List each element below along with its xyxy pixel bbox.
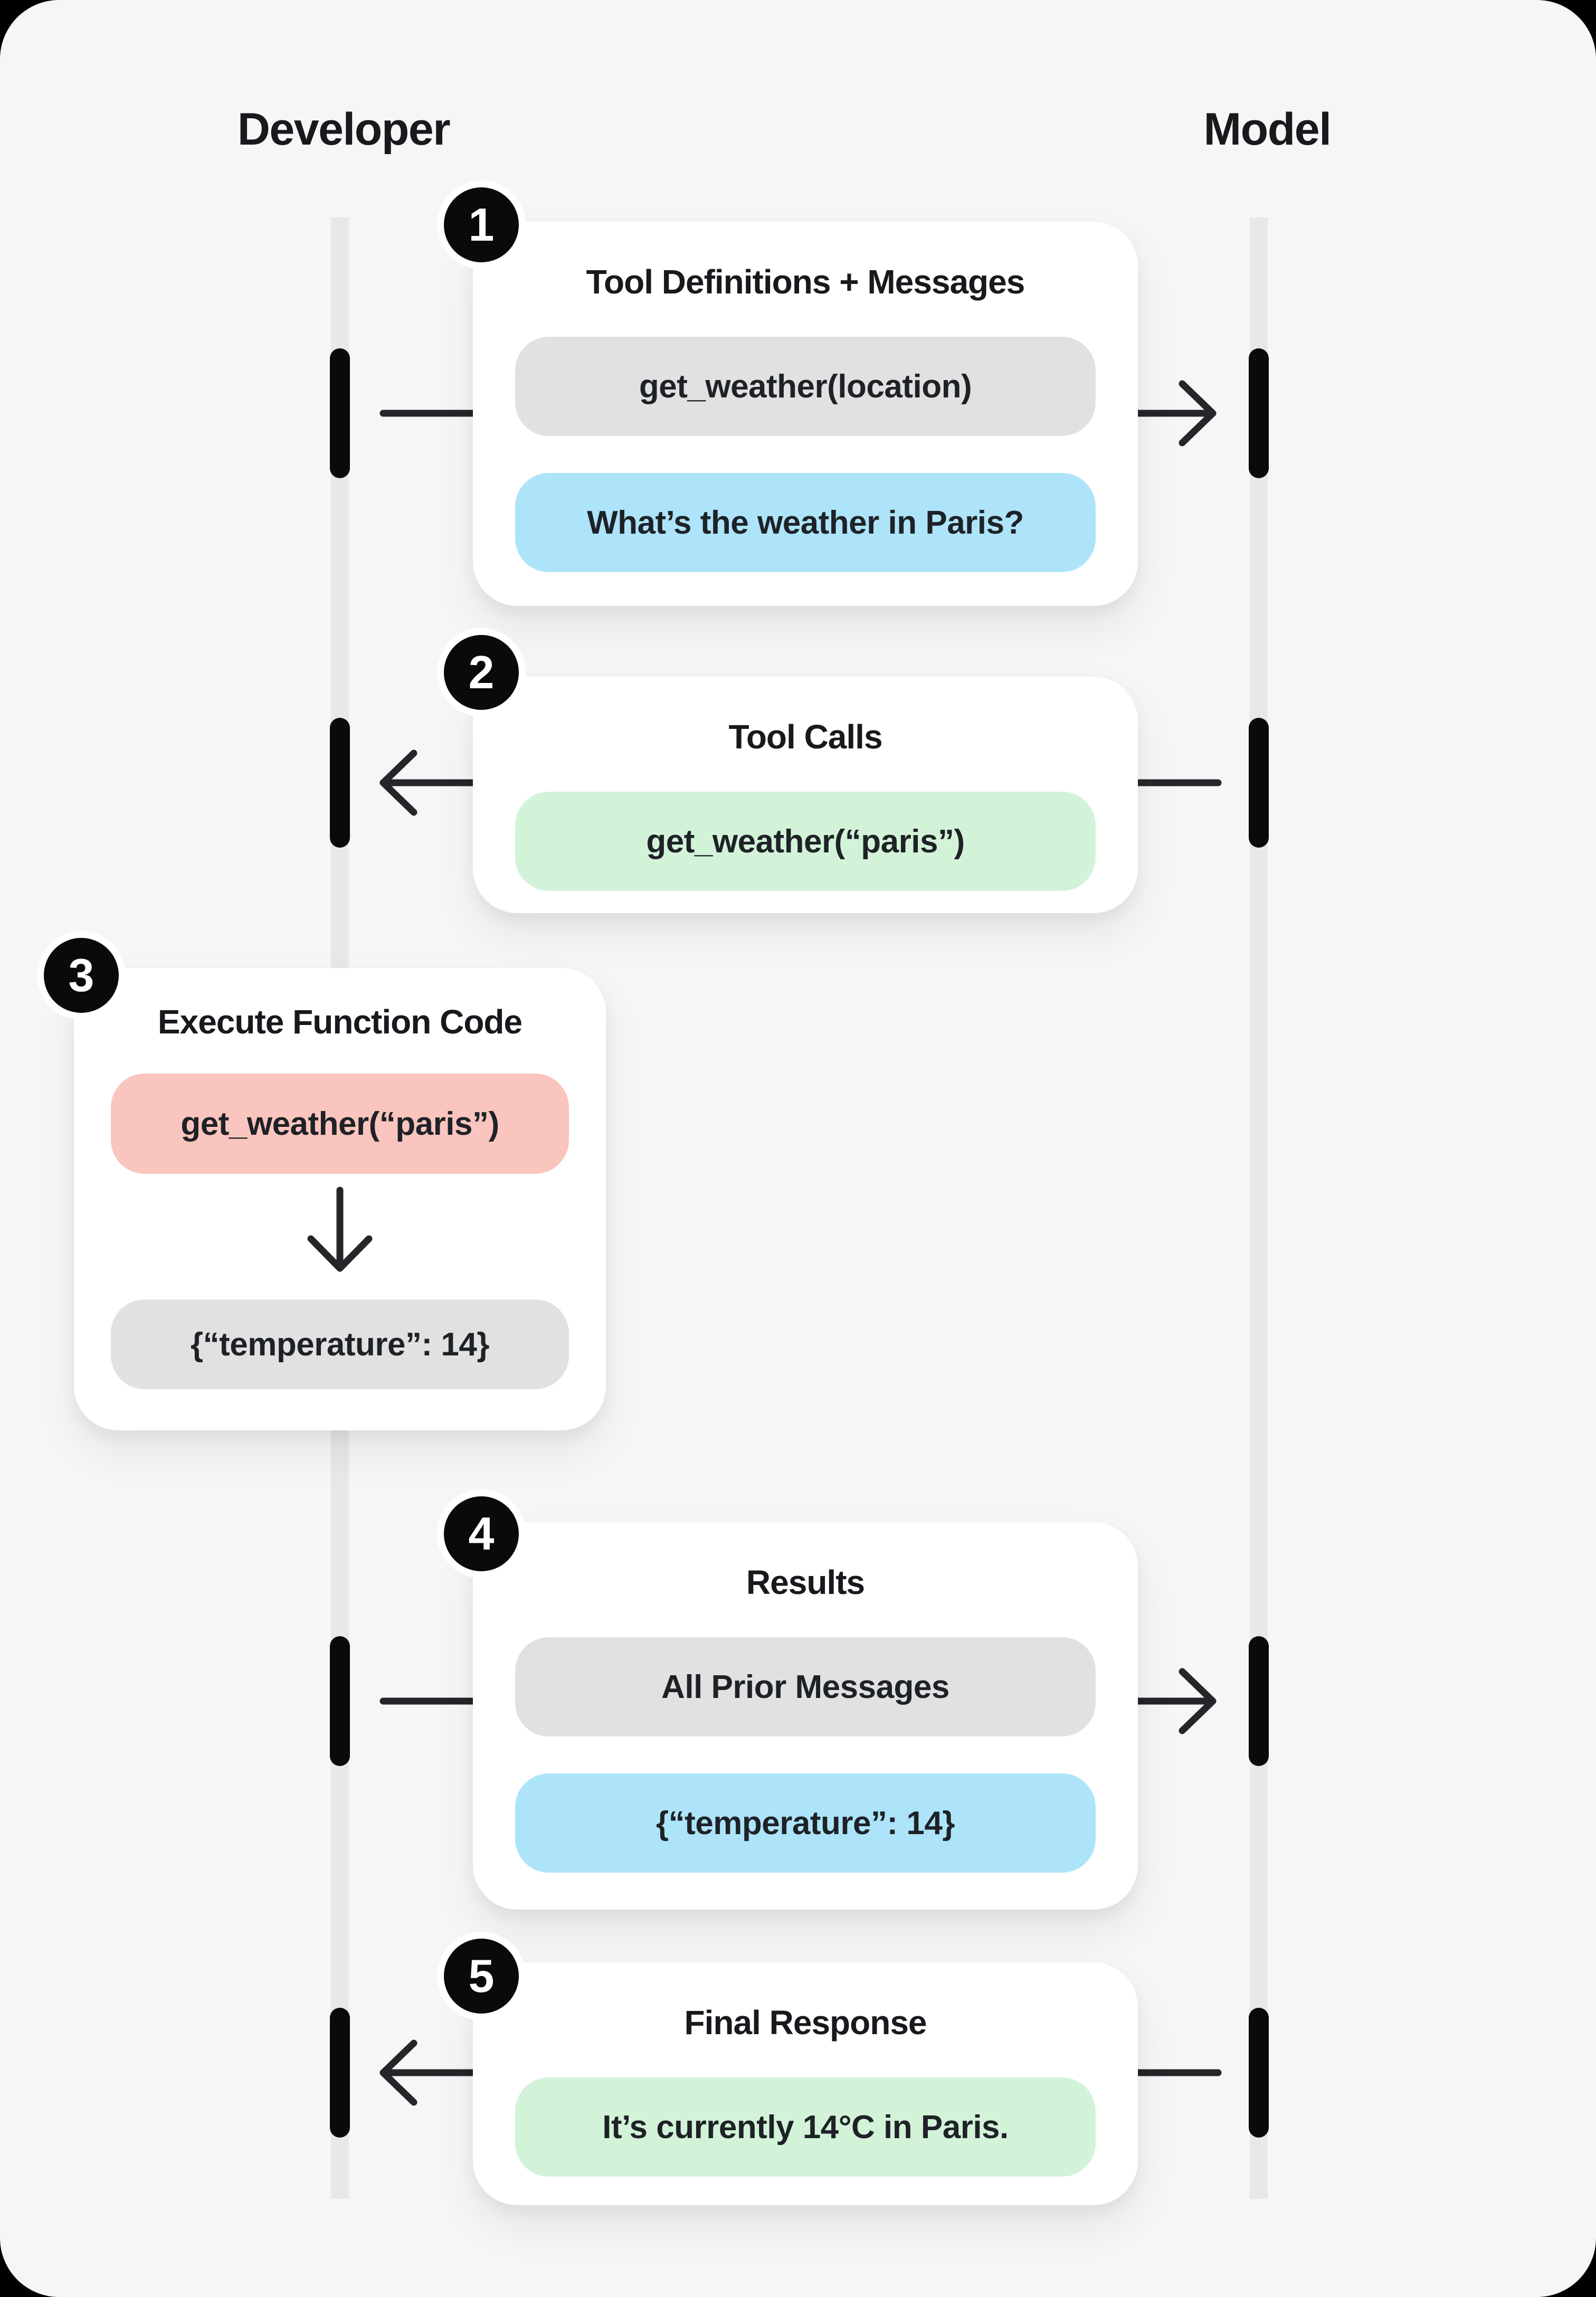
tool-definition-pill: get_weather(location): [515, 337, 1096, 436]
model-activation-bar: [1249, 718, 1269, 848]
step-4-badge: 4: [437, 1489, 526, 1578]
step-2-title: Tool Calls: [728, 718, 882, 756]
prior-messages-pill: All Prior Messages: [515, 1637, 1096, 1736]
developer-activation-bar: [330, 718, 350, 848]
arrow-down-icon: [307, 1187, 373, 1272]
step-3-badge: 3: [37, 931, 126, 1020]
result-message-pill: {“temperature”: 14}: [515, 1773, 1096, 1873]
step-1-card: Tool Definitions + Messages get_weather(…: [473, 222, 1138, 606]
step-3-card: Execute Function Code get_weather(“paris…: [74, 968, 606, 1430]
model-activation-bar: [1249, 2008, 1269, 2138]
developer-activation-bar: [330, 1636, 350, 1766]
execution-flow: [111, 1174, 569, 1299]
developer-label: Developer: [237, 104, 451, 155]
step-1-title: Tool Definitions + Messages: [586, 263, 1025, 301]
step-2-badge: 2: [437, 628, 526, 717]
developer-activation-bar: [330, 348, 350, 478]
step-5-card: Final Response It’s currently 14°C in Pa…: [473, 1962, 1138, 2205]
model-lifeline: [1250, 217, 1268, 2199]
step-4-title: Results: [746, 1563, 865, 1601]
model-activation-bar: [1249, 1636, 1269, 1766]
final-response-pill: It’s currently 14°C in Paris.: [515, 2077, 1096, 2177]
step-5-badge: 5: [437, 1932, 526, 2020]
step-5-title: Final Response: [684, 2004, 927, 2042]
developer-activation-bar: [330, 2008, 350, 2138]
step-3-title: Execute Function Code: [157, 1003, 522, 1041]
step-1-badge: 1: [437, 181, 526, 269]
step-2-card: Tool Calls get_weather(“paris”): [473, 677, 1138, 913]
tool-call-pill: get_weather(“paris”): [515, 792, 1096, 891]
executed-function-pill: get_weather(“paris”): [111, 1074, 569, 1174]
function-result-pill: {“temperature”: 14}: [111, 1299, 569, 1389]
user-message-pill: What’s the weather in Paris?: [515, 473, 1096, 572]
step-4-card: Results All Prior Messages {“temperature…: [473, 1522, 1138, 1910]
model-label: Model: [1203, 104, 1332, 155]
model-activation-bar: [1249, 348, 1269, 478]
